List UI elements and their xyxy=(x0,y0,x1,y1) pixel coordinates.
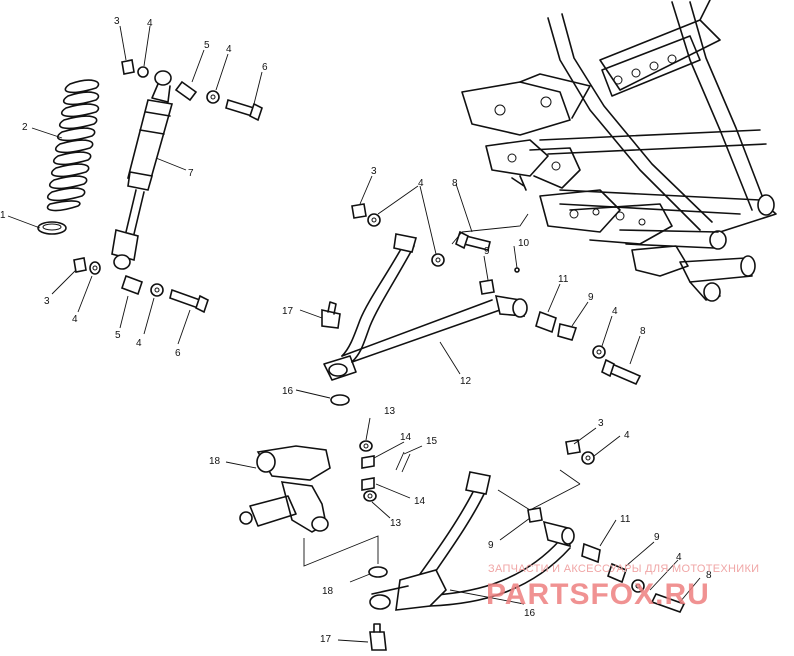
shock-absorber xyxy=(111,70,174,270)
callout-labels: 1 2 3 4 5 4 6 7 3 4 5 4 6 3 4 8 9 10 11 … xyxy=(0,16,712,645)
callout-1: 1 xyxy=(0,210,6,221)
upper-arm-hardware xyxy=(351,203,642,386)
callout-5: 5 xyxy=(204,40,210,51)
upper-a-arm xyxy=(323,233,528,381)
callout-6: 6 xyxy=(175,348,181,359)
callout-6: 6 xyxy=(262,62,268,73)
watermark-logo: PARTSFOX.RU xyxy=(486,578,710,611)
callout-4: 4 xyxy=(676,552,682,563)
vehicle-frame xyxy=(461,0,777,302)
watermark: ЗАПЧАСТИ И АКСЕССУАРЫ ДЛЯ МОТОТЕХНИКИ PA… xyxy=(486,563,759,611)
shock-top-hardware xyxy=(121,59,263,122)
o-ring-lower xyxy=(368,566,388,578)
ball-joint-lower xyxy=(369,623,387,651)
callout-9: 9 xyxy=(484,246,490,257)
callout-7: 7 xyxy=(188,168,194,179)
leader-lines xyxy=(7,25,701,643)
callout-17: 17 xyxy=(320,634,332,645)
lower-a-arm xyxy=(369,471,575,611)
callout-4: 4 xyxy=(226,44,232,55)
callout-15: 15 xyxy=(426,436,438,447)
callout-9: 9 xyxy=(488,540,494,551)
callout-11: 11 xyxy=(620,514,631,525)
callout-10: 10 xyxy=(518,238,530,249)
callout-4: 4 xyxy=(612,306,618,317)
callout-3: 3 xyxy=(598,418,604,429)
callout-3: 3 xyxy=(44,296,50,307)
callout-13: 13 xyxy=(390,518,402,529)
callout-4: 4 xyxy=(418,178,424,189)
callout-4: 4 xyxy=(72,314,78,325)
callout-12: 12 xyxy=(460,376,472,387)
callout-3: 3 xyxy=(114,16,120,27)
callout-9: 9 xyxy=(654,532,660,543)
callout-16: 16 xyxy=(282,386,294,397)
callout-3: 3 xyxy=(371,166,377,177)
callout-9: 9 xyxy=(588,292,594,303)
ball-joint-upper xyxy=(321,301,341,329)
callout-14: 14 xyxy=(400,432,412,443)
shock-bottom-hardware xyxy=(73,257,209,314)
callout-8: 8 xyxy=(452,178,458,189)
spring-retainer xyxy=(37,221,67,235)
callout-18: 18 xyxy=(209,456,221,467)
callout-2: 2 xyxy=(22,122,28,133)
coil-spring xyxy=(46,79,100,212)
callout-16: 16 xyxy=(524,608,536,619)
steering-knuckle xyxy=(239,445,331,533)
callout-11: 11 xyxy=(558,274,569,285)
callout-8: 8 xyxy=(706,570,712,581)
callout-13: 13 xyxy=(384,406,396,417)
callout-4: 4 xyxy=(624,430,630,441)
callout-17: 17 xyxy=(282,306,294,317)
spindle-hardware xyxy=(359,440,411,502)
callout-14: 14 xyxy=(414,496,426,507)
callout-4: 4 xyxy=(136,338,142,349)
callout-18: 18 xyxy=(322,586,334,597)
callout-5: 5 xyxy=(115,330,121,341)
o-ring-upper xyxy=(330,394,350,406)
lower-arm-hardware xyxy=(527,439,686,613)
callout-8: 8 xyxy=(640,326,646,337)
callout-4: 4 xyxy=(147,18,153,29)
watermark-tagline: ЗАПЧАСТИ И АКСЕССУАРЫ ДЛЯ МОТОТЕХНИКИ xyxy=(488,563,759,575)
